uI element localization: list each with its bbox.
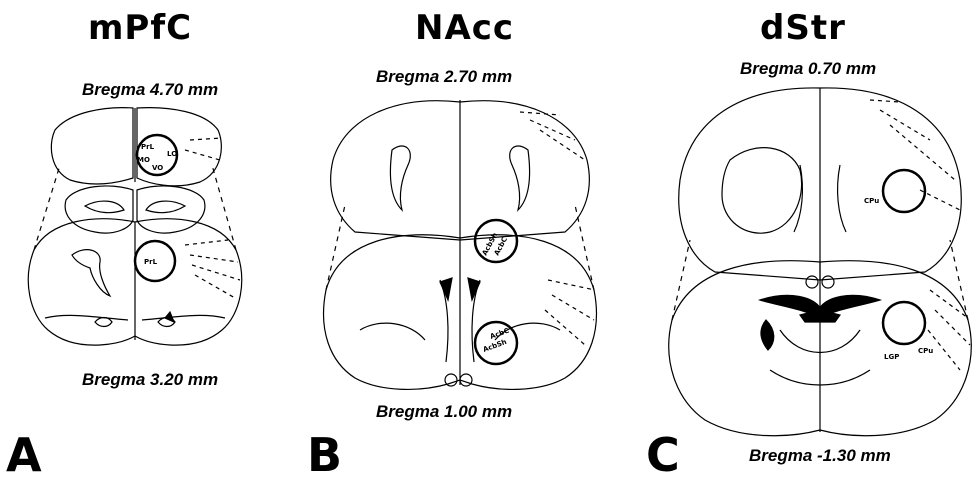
panel-a-label-prl-upper: PrL	[141, 143, 155, 151]
panel-c-roi-circle-lower	[883, 302, 925, 344]
panel-a-ventricle	[72, 250, 110, 296]
panel-c-upper-section	[679, 88, 962, 280]
panel-a-label-vo: VO	[152, 164, 163, 172]
panel-c-roi-circle-upper	[883, 170, 925, 212]
panel-c-label-cpu-lower: CPu	[918, 347, 933, 355]
panel-c-label-lgp: LGP	[884, 353, 899, 361]
panel-b-left-ventricle	[390, 146, 410, 210]
panel-a-upper-section	[51, 108, 222, 186]
panel-a-mid-left-inner	[85, 201, 124, 213]
panel-c-label-cpu-upper: CPu	[864, 197, 879, 205]
panel-a-label-prl-lower: PrL	[144, 258, 158, 266]
panel-b-label-acbsh-lower: AcbSh	[482, 338, 508, 354]
panel-a-label-mo: MO	[137, 156, 150, 164]
panel-a-mid-right-bulb	[137, 186, 205, 233]
panel-c-nucleus-right	[822, 276, 834, 288]
panel-b-upper-section	[331, 100, 590, 240]
panel-a-label-lo: LO	[167, 150, 177, 158]
panel-b-right-ventricle	[510, 146, 530, 210]
panel-a-upper-left-lobe	[51, 108, 133, 184]
panel-b-nucleus-left	[445, 374, 457, 386]
panel-c-nucleus-left	[806, 276, 818, 288]
panel-c-left-ventricle	[794, 165, 802, 232]
panel-c-lower-section	[669, 240, 971, 436]
panel-a-mid-right-inner	[146, 201, 185, 213]
panel-a-upper-dashes	[185, 138, 222, 160]
panel-c-right-ventricle	[838, 165, 846, 232]
panel-c-lower-dashes	[928, 290, 970, 370]
panel-a-lower-dashes	[185, 240, 240, 298]
panel-c-left-striatum	[722, 148, 802, 234]
panel-b-label-acbc-lower: AcbC	[489, 327, 510, 341]
panel-c-left-dark	[761, 320, 774, 350]
panel-a-mid-left-bulb	[65, 186, 133, 233]
panel-b-lower-dashes	[545, 280, 595, 345]
